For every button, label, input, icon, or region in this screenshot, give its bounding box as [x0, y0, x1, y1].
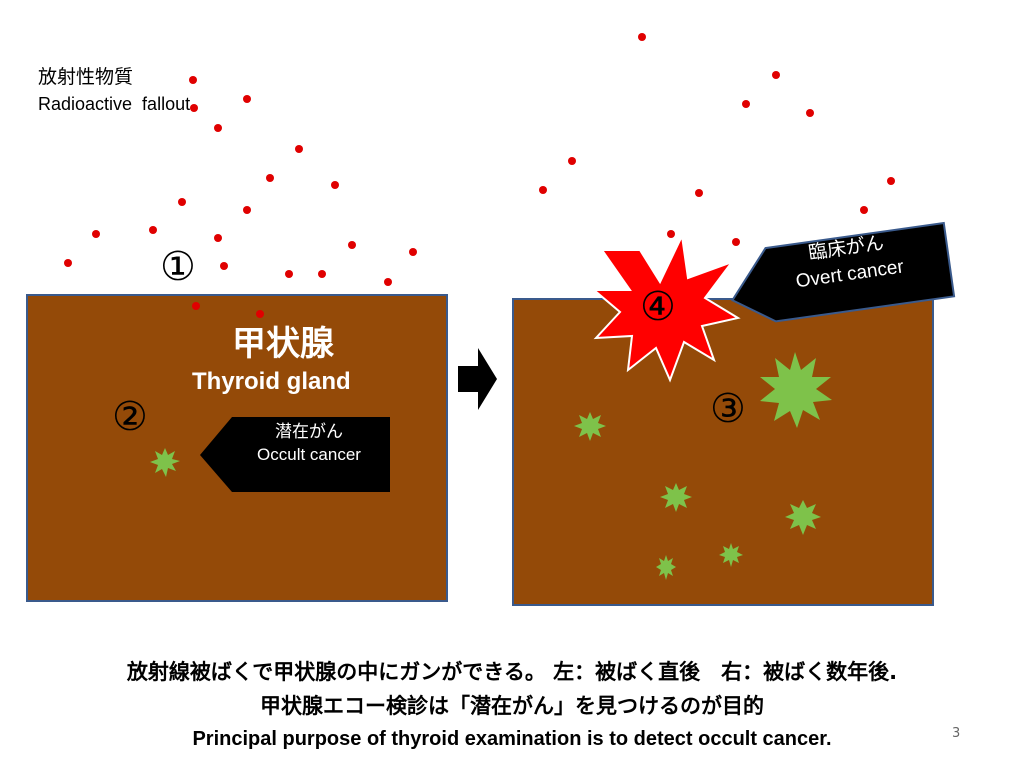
particle	[64, 259, 72, 267]
particle	[409, 248, 417, 256]
occult-label-ja: 潜在がん	[275, 422, 343, 442]
radioactive-particles	[64, 33, 895, 318]
particle	[189, 76, 197, 84]
particle	[220, 262, 228, 270]
particle	[806, 109, 814, 117]
particle	[178, 198, 186, 206]
particle	[772, 71, 780, 79]
particle	[214, 124, 222, 132]
fallout-label-en: Radioactive fallout	[38, 94, 191, 114]
particle	[742, 100, 750, 108]
particle	[190, 104, 198, 112]
particle	[539, 186, 547, 194]
gland-title-ja: 甲状腺	[232, 324, 334, 364]
occult-label-en: Occult cancer	[257, 444, 361, 464]
marker-four: ④	[640, 284, 676, 330]
particle	[887, 177, 895, 185]
page-number: 3	[952, 726, 961, 741]
transition-arrow	[458, 348, 497, 410]
particle	[92, 230, 100, 238]
particle	[295, 145, 303, 153]
occult-cancer-star	[150, 448, 180, 477]
caption-line-2: 甲状腺エコー検診は「潜在がん」を見つけるのが目的	[260, 694, 764, 718]
occult-cancer-star	[785, 500, 821, 535]
overt-cancer-burst	[591, 232, 741, 383]
occult-cancer-star	[574, 412, 606, 441]
particle	[384, 278, 392, 286]
particle	[285, 270, 293, 278]
particle	[192, 302, 200, 310]
particle	[243, 95, 251, 103]
particle	[266, 174, 274, 182]
marker-one: ①	[160, 244, 196, 290]
occult-cancer-star	[656, 555, 676, 580]
particle	[860, 206, 868, 214]
particle	[638, 33, 646, 41]
particle	[149, 226, 157, 234]
particle	[256, 310, 264, 318]
caption-line-1: 放射線被ばくで甲状腺の中にガンができる。 左：被ばく直後 右：被ばく数年後.	[126, 660, 898, 684]
particle	[732, 238, 740, 246]
particle	[348, 241, 356, 249]
particle	[667, 230, 675, 238]
particle	[243, 206, 251, 214]
occult-cancer-star	[660, 483, 692, 512]
fallout-label-ja: 放射性物質	[38, 66, 134, 88]
particle	[318, 270, 326, 278]
occult-callout-shape	[200, 417, 390, 492]
overt-callout-shape	[731, 221, 956, 323]
caption-line-3: Principal purpose of thyroid examination…	[192, 728, 832, 750]
particle	[568, 157, 576, 165]
marker-two: ②	[112, 394, 148, 440]
occult-cancer-star	[719, 543, 743, 567]
growing-cancer-star	[760, 352, 832, 428]
particle	[695, 189, 703, 197]
gland-title-en: Thyroid gland	[192, 368, 351, 395]
marker-three: ③	[710, 386, 746, 432]
particle	[214, 234, 222, 242]
occult-callout-text: 潜在がん Occult cancer	[232, 421, 386, 467]
particle	[331, 181, 339, 189]
